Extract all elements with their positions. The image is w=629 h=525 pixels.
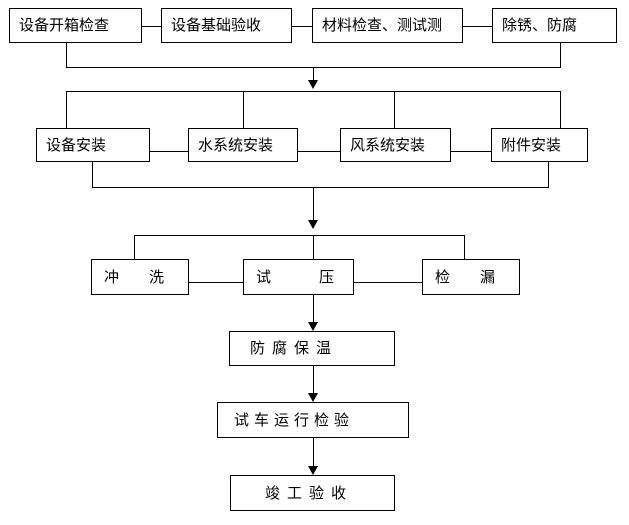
- connector-step-1: [313, 366, 314, 394]
- connector-row2-feed-1: [66, 91, 67, 128]
- flow-box-label: 设备开箱检查: [19, 16, 110, 34]
- flow-box-label-part-1: 冲: [104, 267, 120, 286]
- connector-row3-feed-mid: [313, 235, 314, 259]
- flow-box-flushing: 冲 洗: [91, 259, 189, 295]
- connector-row2-drop-left: [92, 162, 93, 187]
- connector-row3-feed-right: [464, 235, 465, 259]
- connector-row1-link-3: [463, 26, 492, 27]
- flow-box-label: 竣工验收: [265, 483, 354, 502]
- flow-box-equipment-installation: 设备安装: [36, 128, 150, 162]
- connector-row2-link-3: [451, 151, 491, 152]
- flow-box-label: 风系统安装: [350, 135, 426, 154]
- flow-box-material-inspection-testing: 材料检查、测试测: [312, 8, 463, 43]
- connector-row3-distributor: [134, 235, 465, 236]
- flow-box-anticorrosion-insulation: 防腐保温: [229, 331, 395, 366]
- connector-row1-drop-right: [560, 43, 561, 67]
- connector-row3-link-1: [189, 282, 243, 283]
- flow-box-label: 设备安装: [46, 135, 107, 154]
- flow-box-label: 设备基础验收: [171, 16, 262, 34]
- flow-box-pressure-test: 试 压: [243, 259, 354, 295]
- flow-box-label: 试车运行检验: [234, 410, 355, 429]
- connector-row2-feed-4: [560, 91, 561, 128]
- connector-row1-trunk: [313, 67, 314, 81]
- connector-row2-feed-3: [394, 91, 395, 128]
- flow-box-label: 材料检查、测试测: [322, 16, 443, 34]
- flow-box-water-system-installation: 水系统安装: [188, 128, 298, 162]
- flow-box-trial-run-inspection: 试车运行检验: [217, 402, 409, 438]
- connector-row1-link-2: [292, 26, 312, 27]
- connector-row3-feed-left: [134, 235, 135, 259]
- flow-box-accessory-installation: 附件安装: [491, 128, 588, 162]
- flow-box-air-system-installation: 风系统安装: [340, 128, 451, 162]
- connector-row2-drop-right: [548, 162, 549, 187]
- connector-row2-feed-2: [243, 91, 244, 128]
- flow-box-label-part-2: 压: [319, 267, 335, 286]
- connector-row2-trunk: [313, 187, 314, 221]
- connector-row1-link-1: [142, 26, 161, 27]
- flow-box-label-part-1: 检: [435, 267, 451, 286]
- connector-row1-drop-left: [66, 43, 67, 67]
- flow-box-equipment-unpacking-inspection: 设备开箱检查: [9, 8, 142, 43]
- flow-box-leak-detection: 检 漏: [422, 259, 520, 295]
- connector-row2-collector: [92, 187, 549, 188]
- flow-box-label: 除锈、防腐: [502, 16, 578, 34]
- connector-row3-trunk: [313, 295, 314, 323]
- connector-row3-link-2: [354, 282, 422, 283]
- arrowhead-step-1: [308, 393, 318, 402]
- connector-step-2: [313, 438, 314, 467]
- connector-row2-distributor: [66, 91, 561, 92]
- arrowhead-step-2: [308, 466, 318, 475]
- arrowhead-row2: [308, 220, 318, 229]
- arrowhead-row1: [308, 80, 318, 89]
- flow-box-label: 附件安装: [501, 135, 562, 154]
- arrowhead-row3: [308, 322, 318, 331]
- flow-box-label-part-1: 试: [256, 267, 272, 286]
- connector-row2-link-2: [298, 151, 340, 152]
- flow-box-completion-acceptance: 竣工验收: [230, 475, 395, 511]
- flow-box-equipment-foundation-acceptance: 设备基础验收: [161, 8, 292, 43]
- flow-box-label: 水系统安装: [198, 135, 274, 154]
- flow-box-label-part-2: 漏: [480, 267, 496, 286]
- flow-box-derusting-anticorrosion: 除锈、防腐: [492, 8, 617, 43]
- connector-row2-link-1: [150, 151, 188, 152]
- flow-box-label-part-2: 洗: [149, 267, 165, 286]
- flow-box-label: 防腐保温: [250, 339, 339, 357]
